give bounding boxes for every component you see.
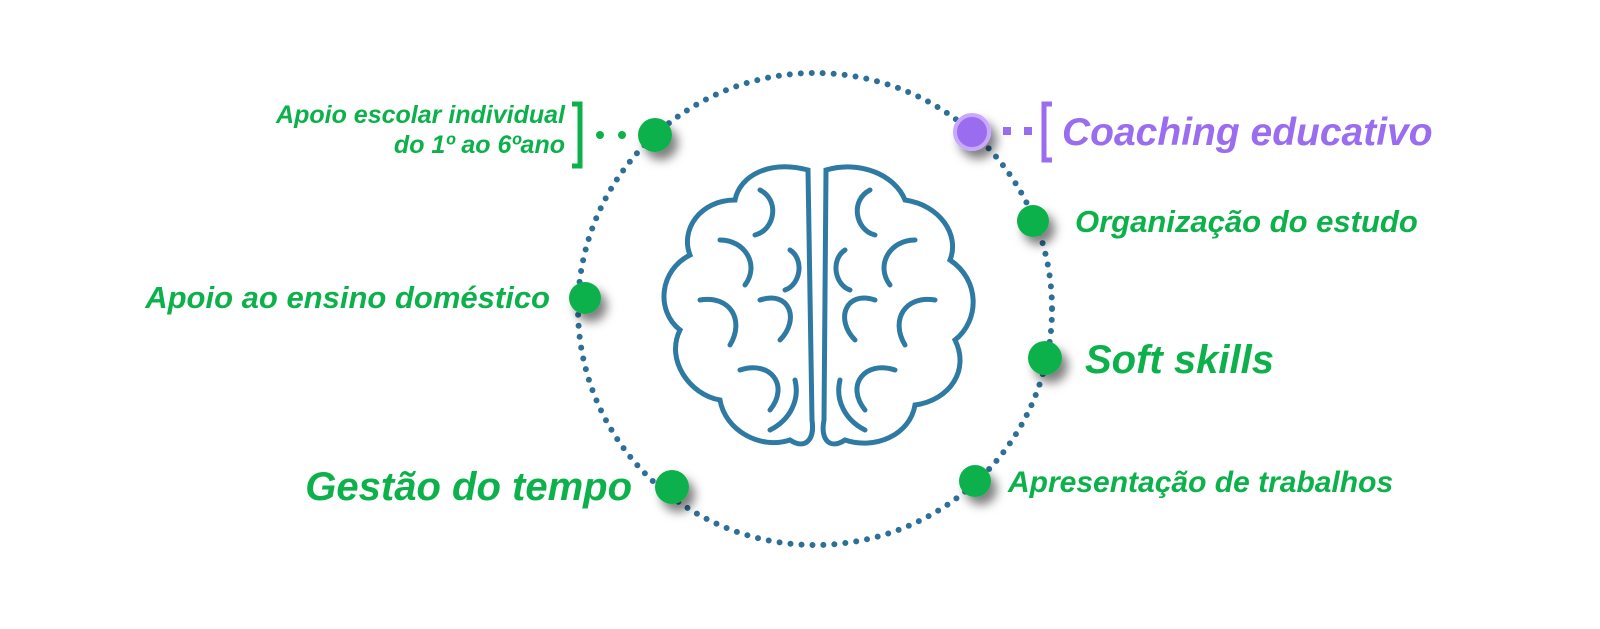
label-apoio-escolar-line2: do 1º ao 6ºano (393, 131, 565, 159)
node-dot-organizacao (1017, 205, 1049, 237)
dotted-ring (575, 70, 1055, 548)
label-apoio-escolar-line1: Apoio escolar individual (276, 101, 565, 129)
connector-dots (596, 127, 1032, 139)
brain-icon (661, 164, 976, 447)
node-dot-soft-skills (1028, 341, 1062, 375)
node-dot-apoio-escolar (638, 118, 672, 152)
label-soft-skills: Soft skills (1085, 338, 1274, 382)
node-dot-coaching (953, 113, 991, 151)
bracket-left (1041, 101, 1052, 163)
label-apresentacao: Apresentação de trabalhos (1008, 466, 1394, 499)
node-dot-gestao (655, 470, 689, 504)
label-organizacao: Organização do estudo (1075, 204, 1418, 239)
node-dot-apresentacao (959, 465, 991, 497)
node-dot-ensino-domestico (569, 282, 601, 314)
bracket-right (572, 101, 583, 169)
label-gestao: Gestão do tempo (305, 465, 632, 509)
label-apoio-escolar: Apoio escolar individual do 1º ao 6ºano (276, 103, 565, 158)
label-coaching: Coaching educativo (1062, 111, 1433, 154)
label-ensino-domestico: Apoio ao ensino doméstico (145, 280, 550, 315)
